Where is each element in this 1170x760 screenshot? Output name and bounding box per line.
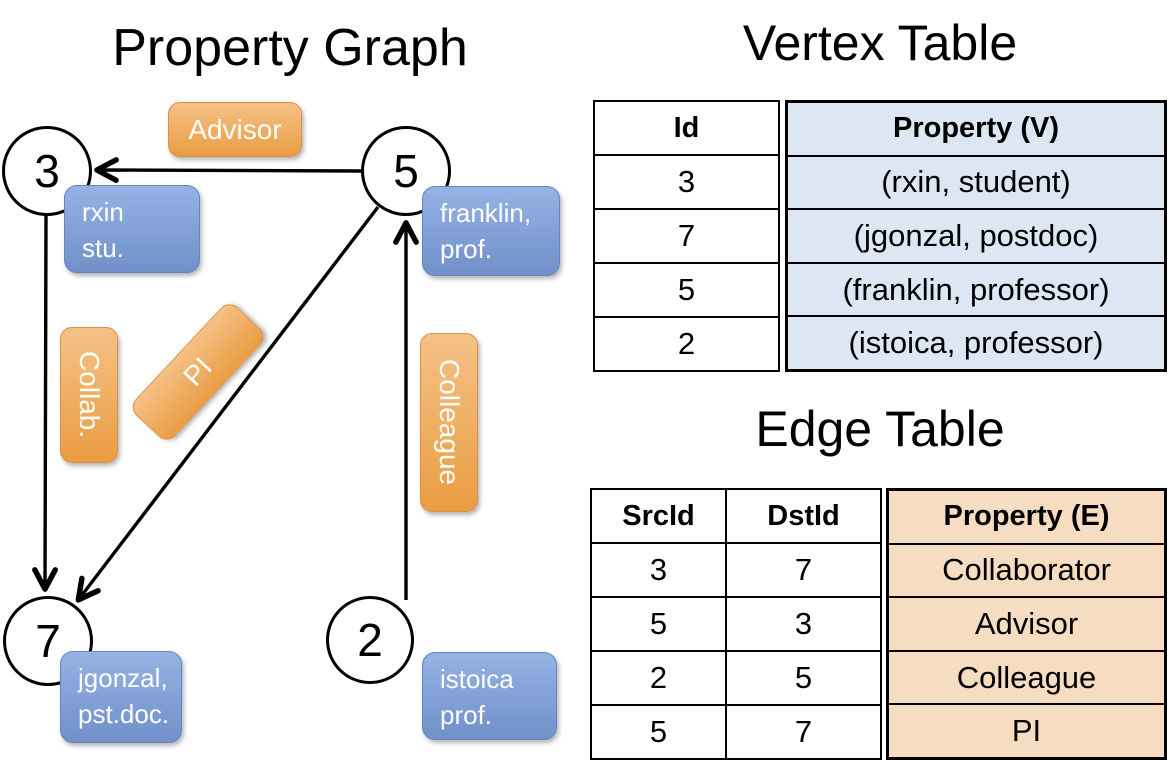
vertex-table-property-cell: (istoica, professor) — [788, 315, 1164, 369]
node-id: 3 — [34, 145, 60, 197]
edge-label-advisor: Advisor — [168, 102, 302, 157]
vertex-table-id-cell: 2 — [595, 316, 778, 370]
vertex-table-id-cell: 5 — [595, 262, 778, 316]
edge-table-id-columns: SrcId DstId 3 7 5 3 2 5 5 7 — [590, 488, 882, 760]
node-id: 7 — [35, 615, 61, 667]
edge-table-row: 5 3 — [592, 596, 880, 650]
edge-table-src-cell: 3 — [649, 552, 668, 587]
graph-node-5: 5 — [361, 126, 451, 216]
vertex-table-property-cell: (jgonzal, postdoc) — [788, 208, 1164, 262]
edge-table-src-cell: 5 — [649, 606, 668, 641]
edge-table-dst-cell: 7 — [725, 706, 880, 758]
edge-label-text: Advisor — [188, 113, 282, 145]
vertex-table-id-cell: 7 — [595, 208, 778, 262]
vertex-label-line: stu. — [82, 233, 124, 264]
edge-table-property-cell: Advisor — [889, 596, 1164, 650]
edge-table-header-row: SrcId DstId — [592, 490, 880, 542]
edge-table-dst-cell: 3 — [725, 598, 880, 650]
edge-label-text: Collab. — [74, 351, 105, 439]
edge-collab-3-to-7 — [32, 213, 58, 592]
edge-table-dst-cell: 5 — [725, 652, 880, 704]
vertex-label-line: pst.doc. — [78, 699, 170, 730]
edge-table-property-cell: PI — [889, 703, 1164, 757]
edge-table-src-cell: 2 — [649, 660, 668, 695]
edge-table-src-cell: 5 — [649, 714, 668, 749]
vertex-label-istoica: istoica prof. — [422, 652, 557, 740]
edge-table-property-header: Property (E) — [889, 491, 1164, 543]
edge-table-property-cell: Collaborator — [889, 542, 1164, 597]
edge-table-dst-cell: 7 — [725, 544, 880, 596]
vertex-table-property-cell: (franklin, professor) — [788, 261, 1164, 316]
vertex-label-line: jgonzal, — [78, 663, 168, 693]
property-graph-title: Property Graph — [112, 19, 468, 77]
vertex-label-rxin: rxin stu. — [64, 185, 200, 273]
vertex-label-line: franklin, — [440, 198, 532, 228]
graph-edges-layer — [32, 157, 419, 603]
edge-pi-5-to-7 — [75, 205, 380, 603]
edge-table-title: Edge Table — [755, 401, 1005, 457]
vertex-table-property-column: Property (V) (rxin, student) (jgonzal, p… — [785, 100, 1167, 372]
edge-label-text: Colleague — [434, 359, 465, 486]
vertex-table-title: Vertex Table — [742, 15, 1018, 71]
vertex-label-line: istoica — [440, 664, 514, 694]
edge-table-property-cell: Colleague — [889, 649, 1164, 704]
vertex-label-line: rxin — [82, 197, 124, 227]
edge-table-row: 5 7 — [592, 704, 880, 758]
vertex-table-property-header: Property (V) — [788, 103, 1164, 155]
edge-table-property-column: Property (E) Collaborator Advisor Collea… — [886, 488, 1167, 760]
node-id: 2 — [357, 614, 383, 666]
edge-table-row: 2 5 — [592, 650, 880, 704]
vertex-label-line: prof. — [440, 700, 493, 731]
node-id: 5 — [393, 145, 419, 197]
edge-label-collab: Collab. — [60, 327, 118, 463]
graph-node-2: 2 — [326, 596, 414, 684]
edge-label-text: PI — [177, 351, 218, 392]
edge-advisor-5-to-3 — [94, 157, 363, 183]
vertex-label-line: prof. — [440, 234, 493, 265]
vertex-table-id-column: Id 3 7 5 2 — [593, 100, 780, 372]
vertex-table-property-cell: (rxin, student) — [788, 154, 1164, 209]
vertex-label-jgonzal: jgonzal, pst.doc. — [60, 651, 182, 743]
vertex-table-id-header: Id — [673, 111, 700, 144]
edge-label-colleague: Colleague — [420, 333, 478, 512]
edge-table-dstid-header: DstId — [725, 490, 880, 542]
edge-table-row: 3 7 — [592, 542, 880, 596]
vertex-label-franklin: franklin, prof. — [422, 186, 560, 276]
edge-table-srcid-header: SrcId — [622, 499, 695, 532]
vertex-table-id-cell: 3 — [595, 154, 778, 208]
